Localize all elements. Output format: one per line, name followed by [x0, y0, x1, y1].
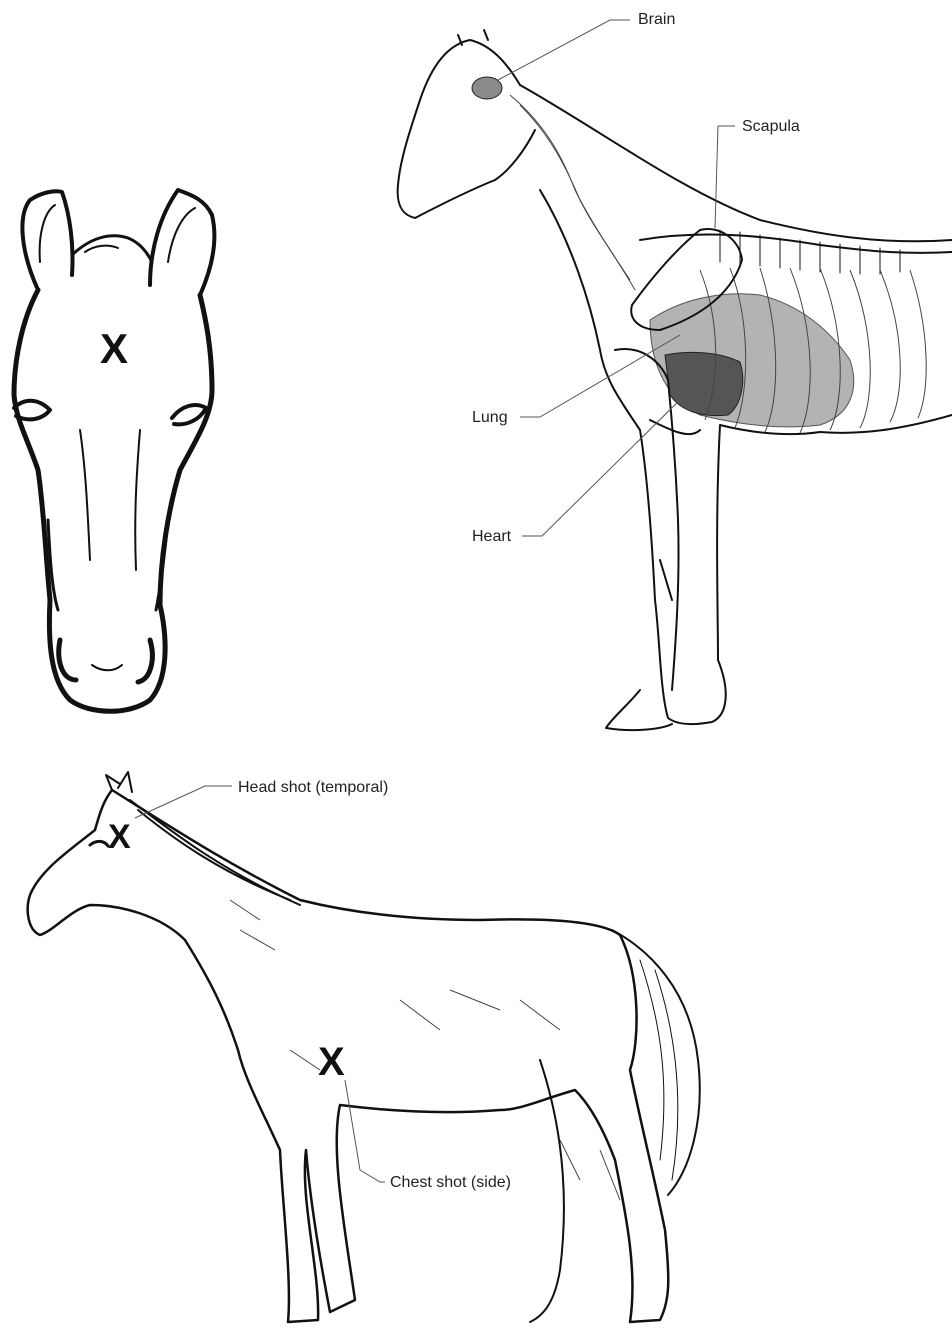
brain-leader: [498, 20, 630, 80]
side-tail: [612, 930, 700, 1195]
anatomy-view: Brain Scapula Lung Heart: [398, 11, 952, 730]
front-left-eye: [14, 401, 50, 420]
lung-label: Lung: [472, 409, 508, 426]
chest-shot-label: Chest shot (side): [390, 1174, 511, 1191]
scapula-leader: [715, 126, 735, 228]
spine: [640, 235, 952, 253]
front-head-view: X: [14, 190, 214, 711]
chest-shot-mark: X: [318, 1040, 345, 1084]
scapula-label: Scapula: [742, 118, 800, 135]
heart-leader: [522, 390, 690, 536]
foreleg-bones: [615, 349, 679, 690]
head-shot-label: Head shot (temporal): [238, 779, 388, 796]
brain-shade: [472, 77, 502, 99]
side-view: X Head shot (temporal) X Chest shot (sid…: [28, 772, 700, 1322]
heart-label: Heart: [472, 528, 512, 545]
front-left-ear: [22, 191, 72, 290]
front-right-nostril: [138, 640, 152, 682]
brain-label: Brain: [638, 11, 675, 28]
front-left-nostril: [59, 640, 76, 680]
front-target-mark: X: [100, 325, 128, 372]
chest-shot-leader: [345, 1080, 385, 1182]
anatomy-head-outline: [398, 40, 535, 218]
side-body-outline: [28, 790, 669, 1322]
front-right-ear: [150, 190, 214, 295]
head-shot-mark: X: [108, 818, 131, 856]
heart-shade: [665, 352, 743, 415]
front-right-eye: [172, 405, 206, 424]
